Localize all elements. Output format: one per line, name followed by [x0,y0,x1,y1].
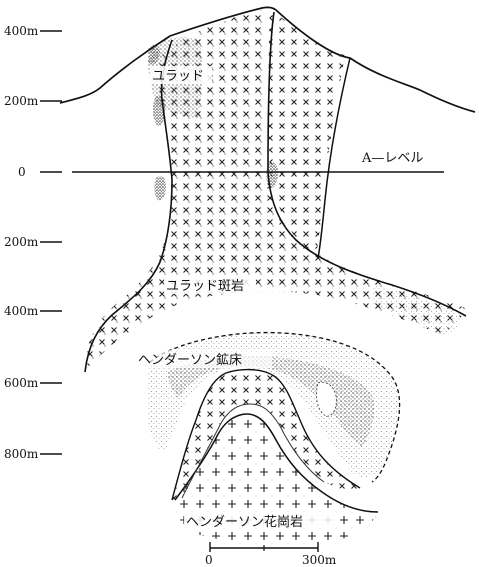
depth-label-400m-above: 400m [4,24,39,38]
a-level-label: A—レベル [361,151,423,166]
level-stipple-left [154,176,166,200]
urad-porphyry-label: ユラッド斑岩 [166,279,244,294]
henderson-deposit-label: ヘンダーソン鉱床 [138,352,242,368]
ground-surface [60,7,475,112]
scale-end-label: 300m [302,553,337,567]
depth-label-800m-below: 800m [4,447,39,461]
depth-label-zero: 0 [18,165,26,179]
depth-label-400m-below: 400m [4,304,39,318]
urad-label: ユラッド [152,69,204,84]
depth-label-200m-above: 200m [4,94,39,108]
scale-start-label: 0 [205,553,213,567]
depth-label-200m-below: 200m [4,235,39,249]
depth-label-600m-below: 600m [4,376,39,390]
depth-axis [40,31,62,454]
henderson-granite-label: ヘンダーソン花崗岩 [186,514,303,530]
